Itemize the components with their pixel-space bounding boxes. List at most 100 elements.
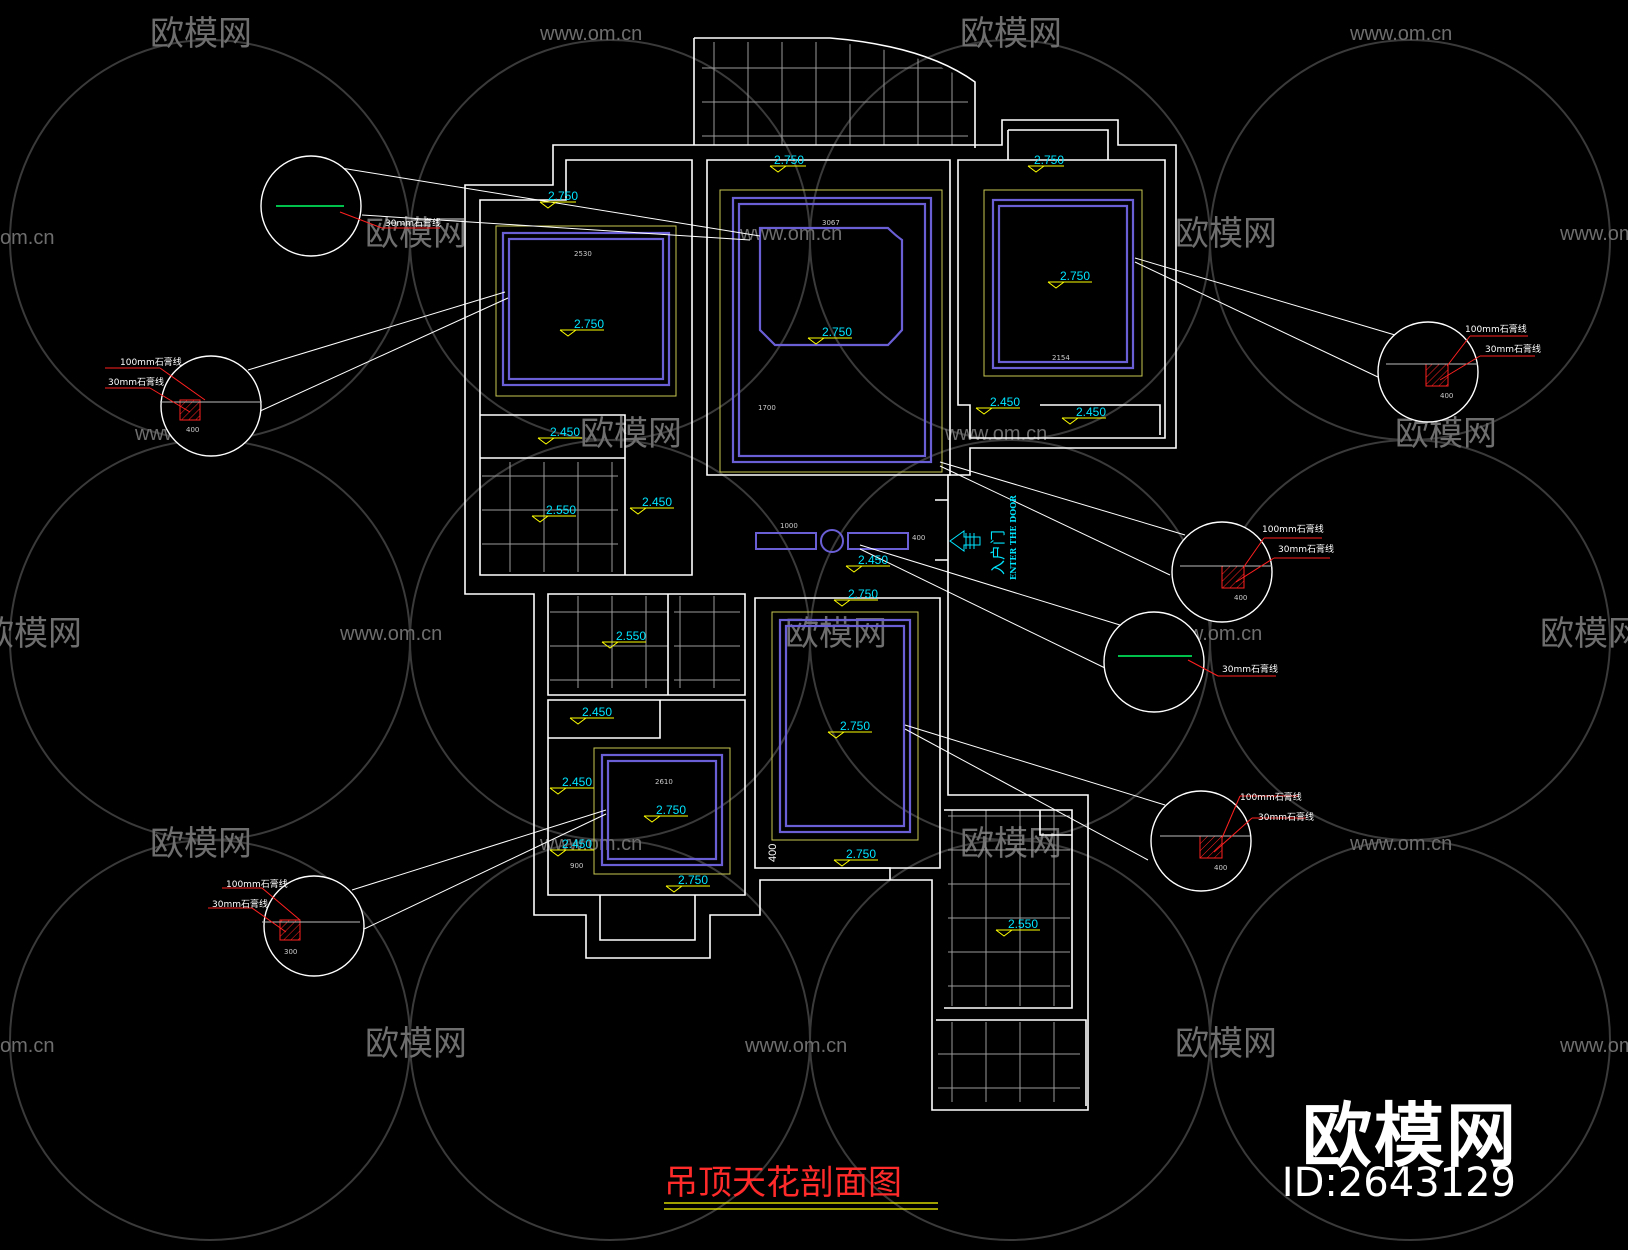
level-marker: 2.450 (549, 775, 594, 795)
wm-brand: 欧模网 (150, 14, 252, 54)
svg-text:2.450: 2.450 (990, 395, 1020, 409)
dim: 3067 (822, 219, 840, 227)
detail-labels: 30mm石膏线 100mm石膏线 30mm石膏线 100mm石膏线 30mm石膏… (108, 217, 1541, 910)
entrance-marker: 入户门 ENTER THE DOOR (949, 495, 1018, 580)
svg-text:2.750: 2.750 (848, 587, 878, 601)
svg-text:2.750: 2.750 (548, 189, 578, 203)
walls (464, 37, 1177, 1111)
svg-text:2.750: 2.750 (678, 873, 708, 887)
beam-symbol (755, 529, 909, 553)
wm-brand: 欧模网 (580, 414, 682, 454)
callout-100mm: 100mm石膏线 (1240, 791, 1302, 803)
svg-text:2.450: 2.450 (642, 495, 672, 509)
svg-text:2.750: 2.750 (846, 847, 876, 861)
level-marker: 2.550 (995, 917, 1040, 937)
level-marker: 2.750 (833, 847, 878, 867)
svg-text:2.550: 2.550 (616, 629, 646, 643)
wm-url: www.om.cn (1349, 833, 1452, 855)
wm-brand-partial: 欧模网 (0, 614, 82, 654)
title-text: 吊顶天花剖面图 (664, 1163, 902, 1203)
level-marker: 2.450 (845, 553, 890, 573)
svg-text:2.750: 2.750 (822, 325, 852, 339)
wm-url-partial: om.cn (0, 1035, 54, 1057)
wm-url: www.om.cn (1349, 23, 1452, 45)
wm-url-partial: www.om.cn (1559, 223, 1628, 245)
svg-text:2.750: 2.750 (656, 803, 686, 817)
bath-tiles-b (674, 596, 740, 688)
svg-text:2.450: 2.450 (562, 837, 592, 851)
svg-text:2.450: 2.450 (858, 553, 888, 567)
wm-url: www.om.cn (539, 23, 642, 45)
callout-30mm: 30mm石膏线 (1278, 543, 1334, 555)
wm-url: www.om.cn (944, 423, 1047, 445)
dim: 1000 (780, 522, 798, 530)
callout-100mm: 100mm石膏线 (1262, 523, 1324, 535)
wm-url: www.om.cn (339, 623, 442, 645)
svg-text:2.450: 2.450 (550, 425, 580, 439)
kitchen-tiles (482, 462, 618, 572)
ceiling-borders (495, 189, 1143, 875)
level-marker: 2.750 (769, 153, 806, 173)
dim: 400 (186, 426, 199, 434)
level-marker: 2.750 (1027, 153, 1064, 173)
callout-100mm: 100mm石膏线 (120, 356, 182, 368)
svg-text:2.750: 2.750 (1034, 153, 1064, 167)
svg-text:2.750: 2.750 (774, 153, 804, 167)
wm-brand: 欧模网 (365, 1024, 467, 1064)
lower-right-tiles (948, 810, 1070, 1006)
callout-30mm: 30mm石膏线 (212, 898, 268, 910)
level-marker: 2.750 (1047, 269, 1092, 289)
wm-brand: 欧模网 (960, 14, 1062, 54)
level-marker: 2.550 (601, 629, 646, 649)
svg-text:2.450: 2.450 (1076, 405, 1106, 419)
dim: 1700 (758, 404, 776, 412)
dim: 900 (570, 862, 583, 870)
callout-30mm: 30mm石膏线 (1485, 343, 1541, 355)
drawing-title: 吊顶天花剖面图 (664, 1163, 938, 1210)
callout-30mm: 30mm石膏线 (108, 376, 164, 388)
level-marker: 2.750 (643, 803, 688, 823)
dim: 400 (912, 534, 925, 542)
svg-text:2.750: 2.750 (1060, 269, 1090, 283)
svg-text:2.550: 2.550 (1008, 917, 1038, 931)
corner-brand-id: ID:2643129 (1281, 1160, 1516, 1206)
level-marker: 2.550 (531, 503, 576, 523)
level-marker: 2.750 (807, 325, 852, 345)
level-marker: 2.450 (629, 495, 674, 515)
ceiling-outlines (501, 196, 1135, 867)
level-marker: 2.450 (1061, 405, 1106, 425)
wm-brand-partial: 欧模网 (1540, 614, 1628, 654)
dim: 400 (1234, 594, 1247, 602)
tile-zones (482, 42, 1080, 1102)
svg-text:2.750: 2.750 (840, 719, 870, 733)
bottom-tiles (938, 1022, 1080, 1102)
level-marker: 2.450 (549, 837, 594, 857)
level-marker: 2.750 (559, 317, 604, 337)
callout-100mm: 100mm石膏线 (226, 878, 288, 890)
dim: 400 (1440, 392, 1453, 400)
level-marker: 2.750 (665, 873, 710, 893)
balcony-tiles (702, 42, 968, 145)
level-marker: 2.750 (833, 587, 878, 607)
level-markers: 2.750 2.750 2.750 2.750 2.750 2.750 2.45… (531, 153, 1106, 937)
callout-30mm: 30mm石膏线 (385, 217, 441, 229)
level-marker: 2.450 (537, 425, 582, 445)
wm-brand: 欧模网 (1175, 214, 1277, 254)
wm-brand: 欧模网 (1175, 1024, 1277, 1064)
level-marker: 2.450 (975, 395, 1020, 415)
svg-text:2.550: 2.550 (546, 503, 576, 517)
svg-text:400: 400 (767, 844, 779, 862)
callout-100mm: 100mm石膏线 (1465, 323, 1527, 335)
entrance-label-en: ENTER THE DOOR (1008, 495, 1018, 580)
svg-text:2.750: 2.750 (574, 317, 604, 331)
callout-30mm: 30mm石膏线 (1222, 663, 1278, 675)
dim: 2610 (655, 778, 673, 786)
dimensions: 2530 3067 2154 2610 1700 1000 400 400 40… (186, 219, 1453, 956)
detail-contents (105, 205, 1535, 941)
wm-url: www.om.cn (744, 1035, 847, 1057)
watermark-arcs (9, 39, 1611, 1241)
wm-url-partial: www.om.cn (1559, 1035, 1628, 1057)
dim: 300 (284, 948, 297, 956)
wm-brand: 欧模网 (1395, 414, 1497, 454)
dim: 2154 (1052, 354, 1070, 362)
